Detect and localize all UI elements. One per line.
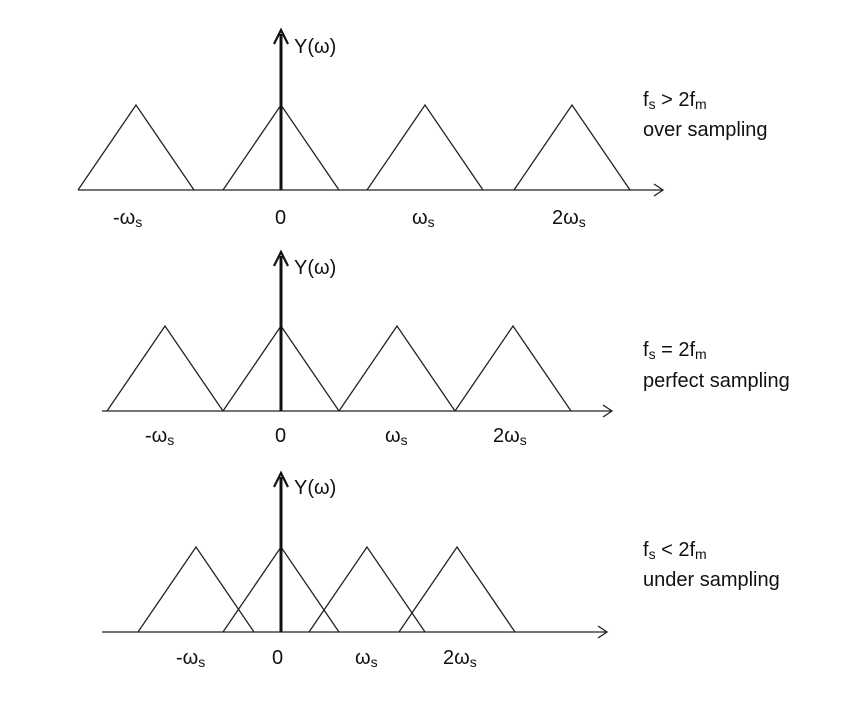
spectrum-copy-minus-ws (77, 103, 195, 191)
spectrum-copy-2ws (454, 324, 572, 412)
tick-label-zero: 0 (275, 425, 286, 447)
condition-label: fs < 2fm (643, 539, 707, 562)
y-axis-label: Y(ω) (294, 257, 336, 279)
spectrum-copy-2ws (398, 545, 516, 633)
description-label: under sampling (643, 569, 780, 591)
spectrum-copy-ws (366, 103, 484, 191)
spectrum-copy-ws (338, 324, 456, 412)
y-axis-label: Y(ω) (294, 477, 336, 499)
tick-label-minus-ws: -ωs (176, 647, 205, 670)
y-axis-arrowhead (273, 27, 289, 45)
spectrum-copy-ws (308, 545, 426, 633)
tick-label-2ws: 2ωs (443, 647, 477, 670)
y-axis-label: Y(ω) (294, 36, 336, 58)
spectrum-copy-minus-ws (106, 324, 224, 412)
description-label: perfect sampling (643, 370, 790, 392)
x-axis-arrowhead (602, 404, 614, 418)
condition-label: fs = 2fm (643, 339, 707, 362)
x-axis-arrowhead (597, 625, 609, 639)
x-axis-arrowhead (653, 183, 665, 197)
spectrum-copy-minus-ws (137, 545, 255, 633)
tick-label-ws: ωs (412, 207, 435, 230)
panel-perfect-sampling: Y(ω) -ωs 0 ωs 2ωs fs = 2fm perfect sampl… (102, 249, 790, 448)
tick-label-minus-ws: -ωs (145, 425, 174, 448)
condition-label: fs > 2fm (643, 89, 707, 112)
spectrum-copy-2ws (513, 103, 631, 191)
y-axis-arrowhead (273, 470, 289, 488)
panel-over-sampling: Y(ω) -ωs 0 ωs 2ωs fs > 2fm over sampling (77, 27, 768, 230)
tick-label-ws: ωs (355, 647, 378, 670)
tick-label-zero: 0 (275, 207, 286, 229)
tick-label-minus-ws: -ωs (113, 207, 142, 230)
y-axis-arrowhead (273, 249, 289, 267)
tick-label-zero: 0 (272, 647, 283, 669)
tick-label-2ws: 2ωs (493, 425, 527, 448)
tick-label-2ws: 2ωs (552, 207, 586, 230)
panel-under-sampling: Y(ω) -ωs 0 ωs 2ωs fs < 2fm under samplin… (102, 470, 780, 670)
tick-label-ws: ωs (385, 425, 408, 448)
description-label: over sampling (643, 119, 768, 141)
